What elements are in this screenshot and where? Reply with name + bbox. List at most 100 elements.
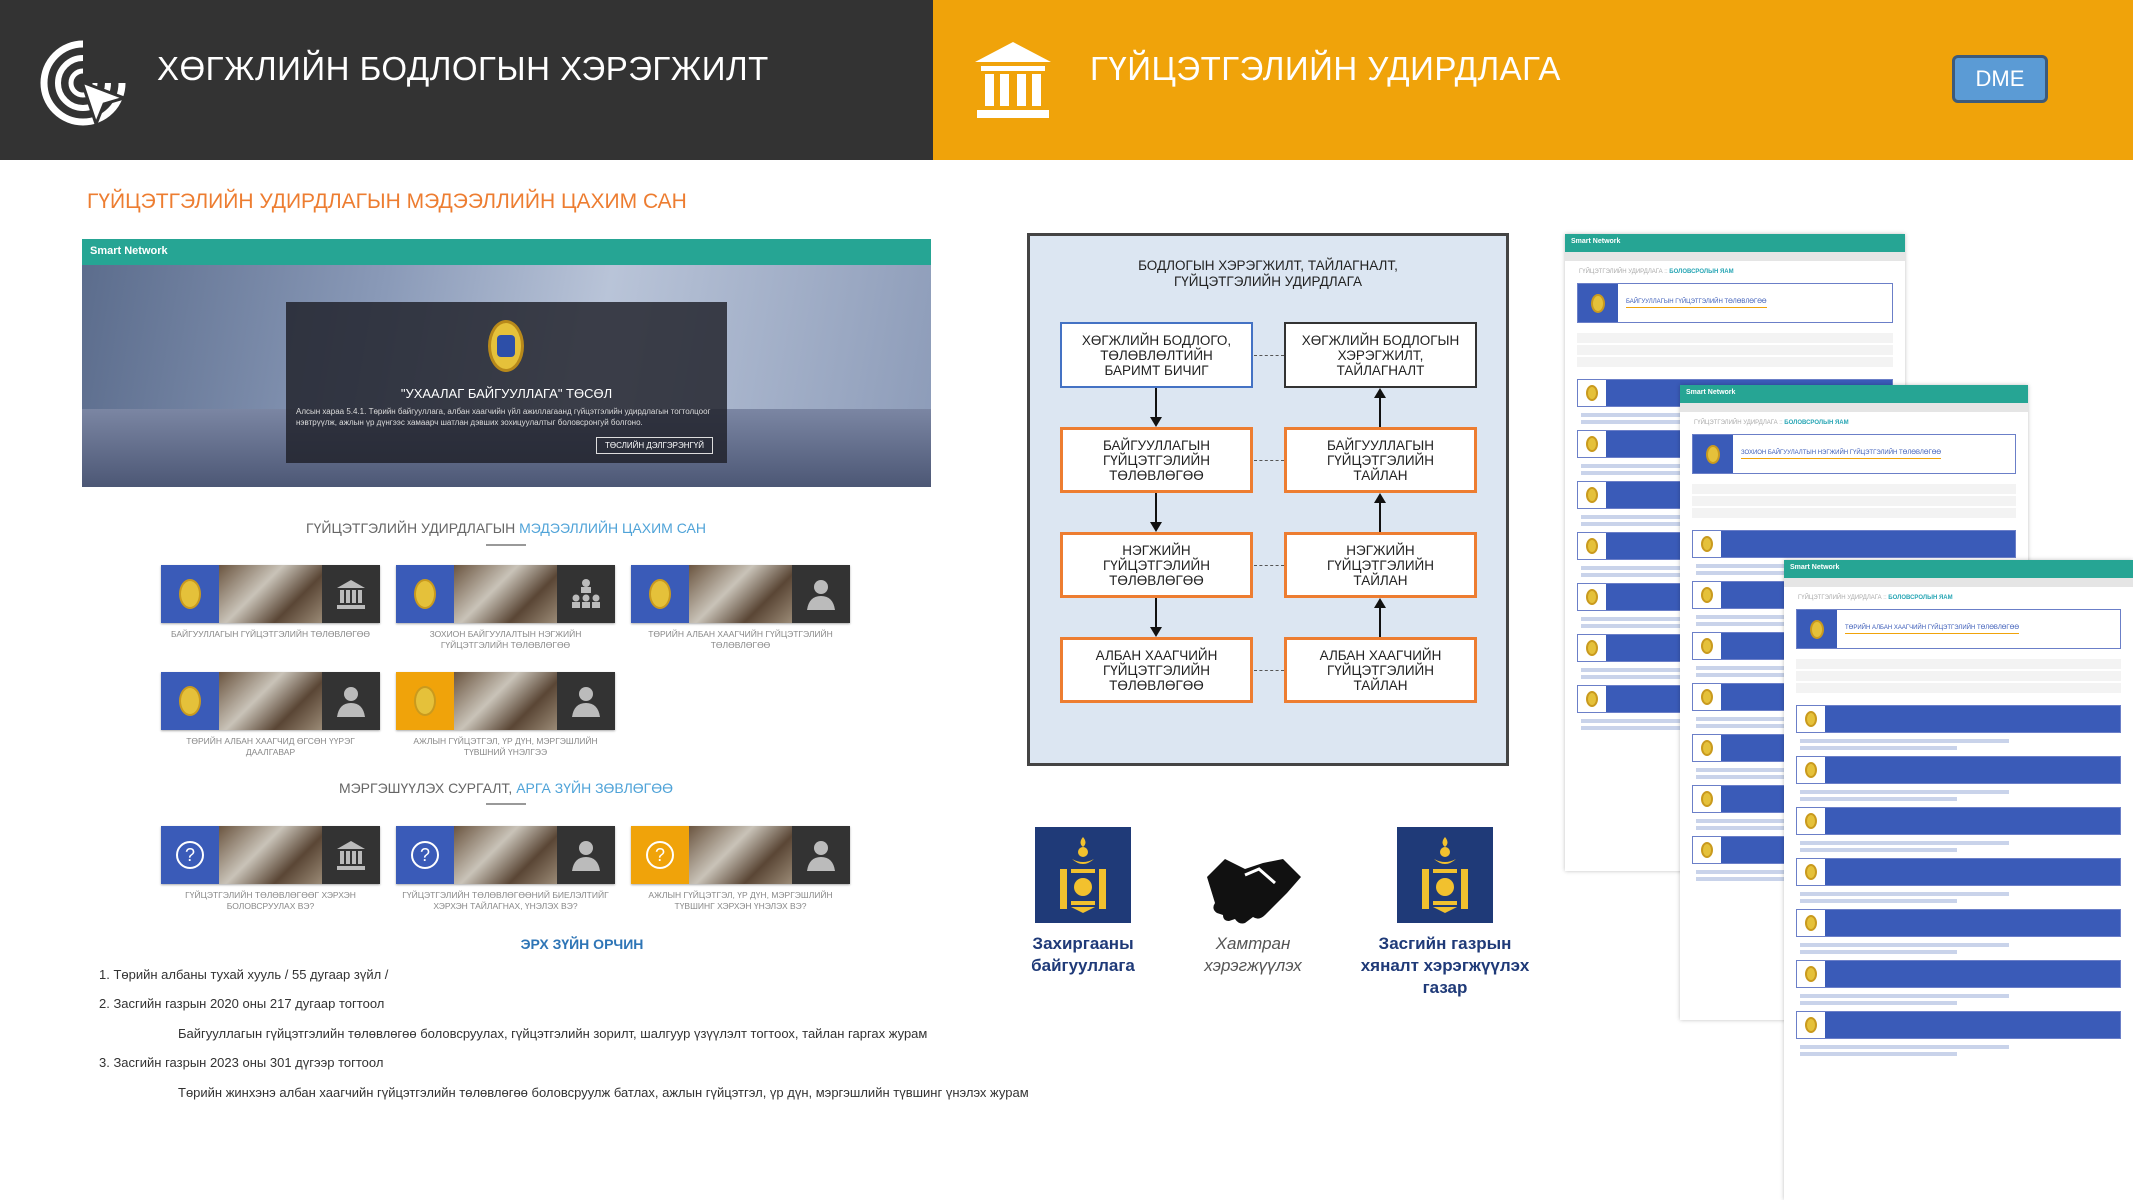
arrow-down-icon [1150,627,1162,637]
person-icon [792,565,850,623]
document-icon [1805,711,1817,727]
path-ministry[interactable]: БОЛОВСРОЛЫН ЯАМ [1784,420,1849,426]
path-ministry[interactable]: БОЛОВСРОЛЫН ЯАМ [1669,269,1734,275]
header-right-panel: ГҮЙЦЭТГЭЛИЙН УДИРДЛАГА [933,0,2133,160]
document-icon [1586,691,1598,707]
document-card [1796,960,2121,988]
tile-photo [689,565,792,623]
person-icon [322,672,380,730]
box-text-line: БАЙГУУЛЛАГЫН [1326,437,1434,453]
document-icon [1805,864,1817,880]
database-heading-highlight: МЭДЭЭЛЛИЙН ЦАХИМ САН [519,520,706,536]
state-emblem-icon [179,686,201,716]
document-card [1796,705,2121,733]
emblem-panel [161,672,219,730]
project-details-button[interactable]: ТӨСЛИЙН ДЭЛГЭРЭНГҮЙ [596,437,713,454]
question-icon: ? [411,841,439,869]
category-tile[interactable]: ? [631,826,850,884]
box-text-line: ТАЙЛАГНАЛТ [1336,362,1425,378]
tile-label[interactable]: ГҮЙЦЭТГЭЛИЙН ТӨЛӨВЛӨГӨӨНИЙ БИЕЛЭЛТИЙГ ХЭ… [402,890,609,911]
app-breadcrumb-bar [1680,403,2028,412]
document-icon [1805,915,1817,931]
header-left-panel: ХӨГЖЛИЙН БОДЛОГЫН ХЭРЭГЖИЛТ [0,0,933,160]
bank-icon [975,42,1051,118]
tile-label[interactable]: ТӨРИЙН АЛБАН ХААГЧИД ӨГСӨН ҮҮРЭГ ДААЛГАВ… [186,736,355,757]
org-chart-icon [557,565,615,623]
tile-photo [219,672,322,730]
training-heading-highlight: АРГА ЗҮЙН ЗӨВЛӨГӨӨ [516,780,674,796]
app-brand: Smart Network [1784,560,2133,578]
state-emblem-icon [488,320,524,372]
gov-agency-soyombo-icon [1397,827,1493,923]
label-line: байгууллага [1031,956,1135,975]
box-text-line: ГҮЙЦЭТГЭЛИЙН [1102,452,1211,468]
portal-hero-screenshot: Smart Network "УХААЛАГ БАЙГУУЛЛАГА" ТӨСӨ… [82,239,931,487]
category-tile[interactable]: ? [396,826,615,884]
person-icon [792,826,850,884]
tile-label[interactable]: ТӨРИЙН АЛБАН ХААГЧИЙН ГҮЙЦЭТГЭЛИЙН ТӨЛӨВ… [648,629,833,650]
arrow-line [1155,493,1157,522]
plan-header-card: ТӨРИЙН АЛБАН ХААГЧИЙН ГҮЙЦЭТГЭЛИЙН ТӨЛӨВ… [1796,609,2121,649]
document-icon [1701,587,1713,603]
document-card [1796,807,2121,835]
arrow-line [1155,598,1157,627]
document-icon [1805,1017,1817,1033]
document-icon [1586,385,1598,401]
document-card [1796,756,2121,784]
box-text-line: АЛБАН ХААГЧИЙН [1319,647,1442,663]
category-tile[interactable]: ? [161,826,380,884]
category-tile[interactable] [161,565,380,623]
box-text-line: ГҮЙЦЭТГЭЛИЙН [1102,662,1211,678]
tile-label[interactable]: АЖЛЫН ГҮЙЦЭТГЭЛ, ҮР ДҮН, МЭРГЭШЛИЙН ТҮВШ… [413,736,598,757]
category-tile[interactable] [161,672,380,730]
info-table [1796,659,2121,695]
box-text-line: ТАЙЛАН [1353,677,1408,693]
header-left-title: ХӨГЖЛИЙН БОДЛОГЫН ХЭРЭГЖИЛТ [157,50,769,87]
arrow-up-icon [1374,598,1386,608]
plan-title: ЗОХИОН БАЙГУУЛАЛТЫН НЭГЖИЙН ГҮЙЦЭТГЭЛИЙН… [1741,449,1942,459]
category-tile[interactable] [631,565,850,623]
arrow-down-icon [1150,417,1162,427]
plan-title: БАЙГУУЛЛАГЫН ГҮЙЦЭТГЭЛИЙН ТӨЛӨВЛӨГӨӨ [1626,298,1767,308]
category-tile[interactable] [396,672,615,730]
info-table [1577,333,1893,369]
box-text-line: ГҮЙЦЭТГЭЛИЙН [1326,662,1435,678]
app-breadcrumb-bar [1565,252,1905,261]
label-line: хэрэгжүүлэх [1204,956,1302,975]
category-tile[interactable] [396,565,615,623]
tile-label[interactable]: АЖЛЫН ГҮЙЦЭТГЭЛ, ҮР ДҮН, МЭРГЭШЛИЙН ТҮВШ… [648,890,833,911]
path-plain: ГҮЙЦЭТГЭЛИЙН УДИРДЛАГА :: [1798,595,1889,601]
hero-title: "УХААЛАГ БАЙГУУЛЛАГА" ТӨСӨЛ [400,386,613,401]
tile-label[interactable]: БАЙГУУЛЛАГЫН ГҮЙЦЭТГЭЛИЙН ТӨЛӨВЛӨГӨӨ [170,629,371,639]
plan-title: ТӨРИЙН АЛБАН ХААГЧИЙН ГҮЙЦЭТГЭЛИЙН ТӨЛӨВ… [1845,624,2020,634]
document-card [1692,530,2016,558]
handshake-icon [1207,859,1301,924]
emblem-panel [631,565,689,623]
tile-label[interactable]: ГҮЙЦЭТГЭЛИЙН ТӨЛӨВЛӨГӨӨГ ХЭРХЭН БОЛОВСРУ… [185,890,356,911]
arrow-down-icon [1150,522,1162,532]
question-icon-panel: ? [161,826,219,884]
label-line: газар [1422,978,1468,997]
document-icon [1586,589,1598,605]
header-right-title: ГҮЙЦЭТГЭЛИЙН УДИРДЛАГА [1090,50,1561,87]
arrow-line [1379,398,1381,427]
box-text-line: ТӨЛӨВЛӨГӨӨ [1109,467,1204,483]
diagram-title-line: БОДЛОГЫН ХЭРЭГЖИЛТ, ТАЙЛАГНАЛТ, [1138,258,1398,273]
hero-text: Алсын хараа 5.4.1. Төрийн байгууллага, а… [296,407,711,427]
app-path: ГҮЙЦЭТГЭЛИЙН УДИРДЛАГА :: БОЛОВСРОЛЫН ЯА… [1784,587,2133,609]
database-heading: ГҮЙЦЭТГЭЛИЙН УДИРДЛАГЫН МЭДЭЭЛЛИЙН ЦАХИМ… [306,520,706,536]
dme-button[interactable]: DME [1952,55,2048,103]
document-icon [1701,689,1713,705]
info-table [1692,484,2016,520]
training-heading-plain: МЭРГЭШҮҮЛЭХ СУРГАЛТ, [338,780,517,796]
partner-label: Хамтран хэрэгжүүлэх [1204,933,1301,977]
state-emblem-icon [1591,293,1605,313]
path-ministry[interactable]: БОЛОВСРОЛЫН ЯАМ [1888,595,1953,601]
label-line: хяналт хэрэгжүүлэх [1360,956,1530,975]
tile-label[interactable]: ЗОХИОН БАЙГУУЛАЛТЫН НЭГЖИЙН ГҮЙЦЭТГЭЛИЙН… [429,629,582,650]
legal-item: 3. Засгийн газрын 2023 оны 301 дүгээр то… [99,1055,384,1070]
question-icon: ? [646,841,674,869]
